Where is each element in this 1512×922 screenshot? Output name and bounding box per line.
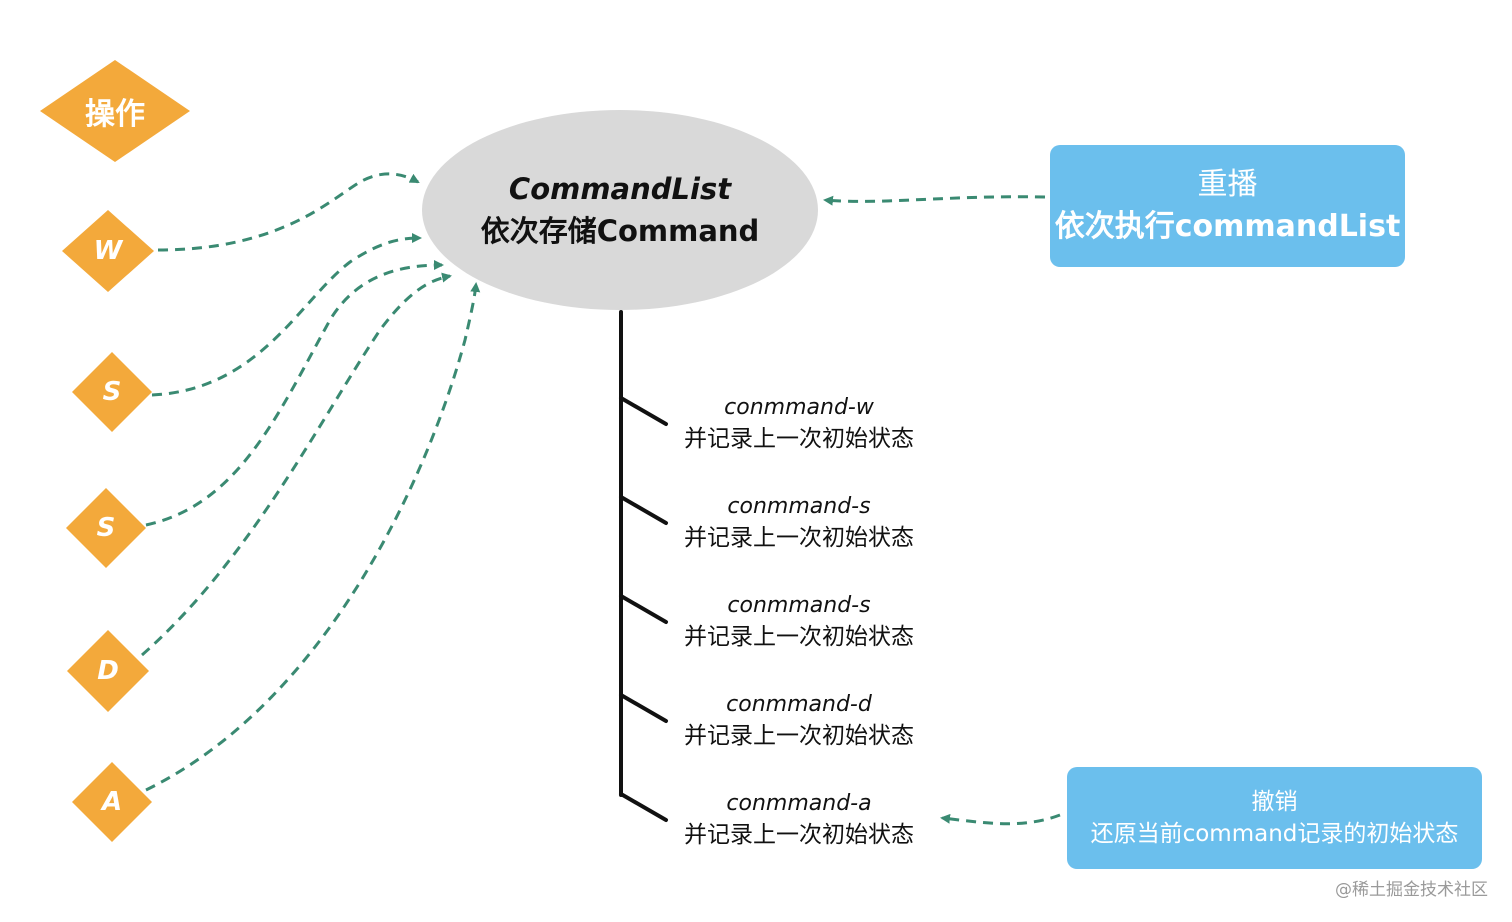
- key-label: S: [96, 513, 116, 543]
- command-entry-desc: 并记录上一次初始状态: [684, 624, 914, 650]
- operation-label: 操作: [85, 97, 145, 132]
- arrow-undo-to-entry: [940, 813, 1061, 826]
- entry-branch: [619, 693, 668, 723]
- key-diamond-s: S: [66, 488, 146, 568]
- command-entry-desc: 并记录上一次初始状态: [684, 822, 914, 848]
- key-label: A: [101, 787, 123, 817]
- command-entry: conmmand-s 并记录上一次初始状态: [664, 591, 934, 653]
- entry-branch: [619, 594, 668, 624]
- entry-branch: [619, 495, 668, 525]
- replay-description: 依次执行commandList: [1054, 209, 1401, 244]
- arrow-w-to-list: [157, 172, 420, 252]
- command-entry-desc: 并记录上一次初始状态: [684, 426, 914, 452]
- key-diamond-w: W: [62, 210, 154, 292]
- watermark: @稀土掘金技术社区: [1335, 880, 1488, 900]
- key-label: D: [97, 656, 119, 686]
- diamond-shape: [67, 630, 149, 712]
- arrow-s1-to-list: [151, 233, 422, 397]
- command-entry: conmmand-a 并记录上一次初始状态: [664, 789, 934, 851]
- operation-diamond: 操作: [40, 60, 190, 162]
- key-label: W: [93, 236, 123, 266]
- undo-description: 还原当前command记录的初始状态: [1090, 821, 1459, 847]
- diamond-shape: [62, 210, 154, 292]
- entry-branch: [619, 792, 668, 822]
- key-diamond-a: A: [72, 762, 152, 842]
- command-entry: conmmand-w 并记录上一次初始状态: [664, 393, 934, 455]
- entry-branch: [619, 396, 668, 426]
- diamond-shape: [72, 762, 152, 842]
- key-diamond-d: D: [67, 630, 149, 712]
- command-entry: conmmand-d 并记录上一次初始状态: [664, 690, 934, 752]
- command-entry-name: conmmand-d: [726, 692, 872, 717]
- undo-title: 撤销: [1251, 789, 1298, 815]
- arrow-d-to-list: [141, 272, 452, 657]
- command-entry-desc: 并记录上一次初始状态: [684, 525, 914, 551]
- command-list-node: CommandList 依次存储Command: [422, 110, 818, 310]
- command-entry-name: conmmand-s: [727, 494, 871, 519]
- diamond-shape: [72, 352, 152, 432]
- arrow-a-to-list: [145, 282, 481, 792]
- key-label: S: [102, 377, 122, 407]
- command-entry-name: conmmand-a: [726, 791, 872, 816]
- diamond-shape: [66, 488, 146, 568]
- undo-panel: 撤销 还原当前command记录的初始状态: [1067, 767, 1482, 869]
- command-list-title: CommandList: [508, 172, 732, 206]
- arrow-replay-to-list: [823, 195, 1046, 206]
- command-entry-name: conmmand-s: [727, 593, 871, 618]
- replay-panel: 重播 依次执行commandList: [1050, 145, 1405, 267]
- command-entry: conmmand-s 并记录上一次初始状态: [664, 492, 934, 554]
- diamond-shape: [40, 60, 190, 162]
- arrow-s2-to-list: [145, 260, 444, 527]
- command-entry-desc: 并记录上一次初始状态: [684, 723, 914, 749]
- replay-title: 重播: [1197, 167, 1258, 202]
- command-entry-name: conmmand-w: [724, 395, 874, 420]
- command-list-subtitle: 依次存储Command: [480, 214, 760, 248]
- key-diamond-s: S: [72, 352, 152, 432]
